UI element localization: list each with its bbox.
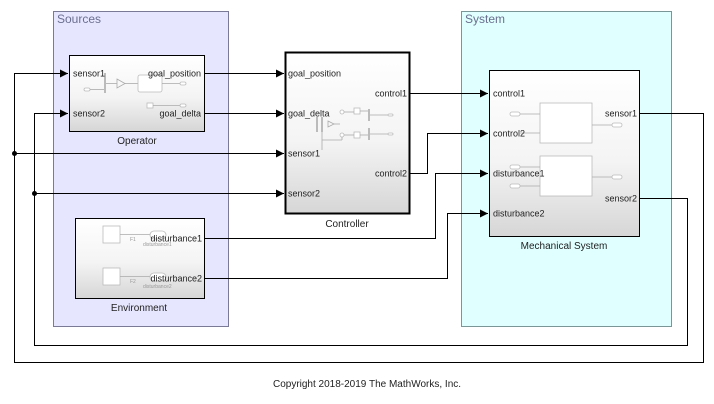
environment-output-disturbance1: disturbance1: [150, 234, 202, 244]
svg-text:F1: F1: [130, 237, 136, 243]
mechanical-system-label: Mechanical System: [521, 241, 608, 252]
environment-label: Environment: [111, 303, 167, 314]
mech-input-disturbance1: disturbance1: [493, 169, 545, 179]
wire-disturbance2[interactable]: [204, 209, 488, 279]
block-mechanical-system[interactable]: control1 control2 disturbance1 disturban…: [489, 70, 640, 253]
wire-control2[interactable]: [410, 129, 488, 174]
controller-inner-preview: [316, 107, 394, 150]
controller-input-goal-delta: goal_delta: [288, 109, 330, 119]
mech-input-control1: control1: [493, 89, 525, 99]
wire-sensor2-feedback[interactable]: [34, 109, 688, 346]
svg-text:disturbance1: disturbance1: [143, 242, 172, 248]
controller-input-sensor1: sensor1: [288, 149, 320, 159]
mech-output-sensor2: sensor2: [605, 194, 637, 204]
area-sources-title: Sources: [57, 12, 101, 26]
mech-output-sensor1: sensor1: [605, 109, 637, 119]
environment-inner-preview: F1 disturbance1 F2 disturbance2: [102, 225, 172, 290]
environment-output-disturbance2: disturbance2: [150, 274, 202, 284]
mechanical-inner-preview: [509, 102, 623, 197]
controller-label: Controller: [325, 219, 369, 230]
svg-text:disturbance2: disturbance2: [143, 284, 172, 290]
copyright-text: Copyright 2018-2019 The MathWorks, Inc.: [273, 379, 461, 390]
block-operator[interactable]: sensor1 sensor2 goal_position goal_delta…: [69, 55, 205, 148]
operator-input-sensor1: sensor1: [73, 69, 105, 79]
signal-lines: [12, 69, 704, 363]
controller-output-control2: control2: [375, 169, 407, 179]
block-controller[interactable]: goal_position goal_delta sensor1 sensor2…: [284, 51, 411, 231]
branch-point: [32, 191, 37, 196]
area-system-title: System: [465, 12, 505, 26]
wire-sensor1-feedback[interactable]: [14, 69, 704, 363]
controller-input-goal-position: goal_position: [288, 69, 341, 79]
branch-point: [12, 151, 17, 156]
operator-input-sensor2: sensor2: [73, 109, 105, 119]
operator-label: Operator: [117, 136, 157, 147]
block-environment[interactable]: F1 disturbance1 F2 disturbance2 disturba…: [75, 218, 205, 315]
operator-output-goal-position: goal_position: [148, 69, 201, 79]
mech-input-control2: control2: [493, 129, 525, 139]
operator-inner-preview: [83, 73, 187, 109]
wire-disturbance1[interactable]: [204, 169, 488, 239]
mech-input-disturbance2: disturbance2: [493, 209, 545, 219]
controller-input-sensor2: sensor2: [288, 189, 320, 199]
operator-output-goal-delta: goal_delta: [159, 109, 201, 119]
svg-text:F2: F2: [130, 279, 136, 285]
controller-output-control1: control1: [375, 89, 407, 99]
